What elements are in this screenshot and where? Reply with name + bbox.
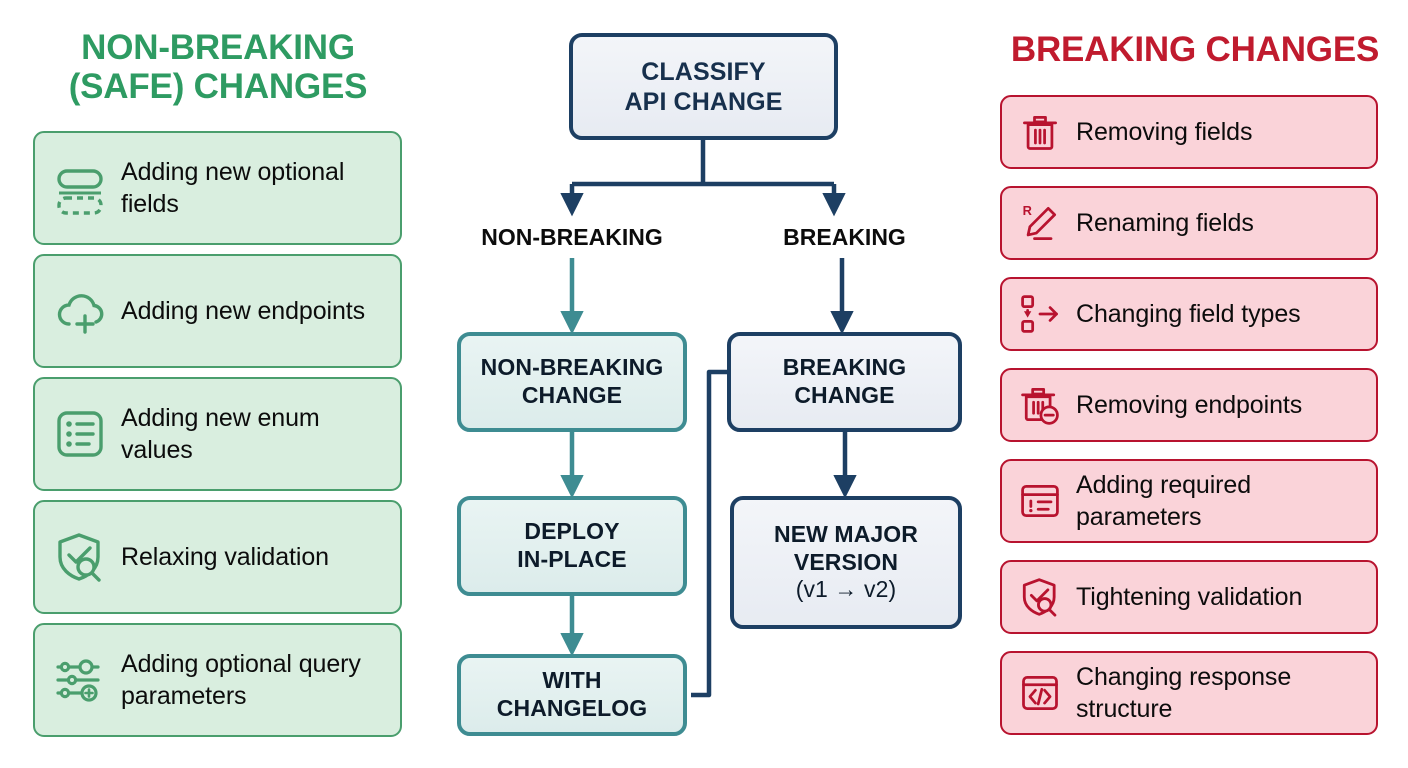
safe-item-label: Adding new endpoints	[121, 297, 366, 325]
flow-bc-line2: CHANGE	[794, 382, 895, 408]
safe-item-relaxing-validation[interactable]: Relaxing validation	[33, 500, 402, 614]
safe-item-adding-new-enum-values[interactable]: Adding new enum values	[33, 377, 402, 491]
type-transform-arrow-icon	[1016, 290, 1064, 338]
flow-changelog-line2: CHANGELOG	[496, 695, 648, 721]
flow-changelog-line1: WITH	[542, 667, 602, 694]
flow-deploy-line1: DEPLOY	[524, 518, 620, 545]
cloud-plus-icon	[49, 280, 111, 342]
code-window-icon	[1016, 669, 1064, 717]
breaking-item-label: Renaming fields	[1076, 209, 1254, 237]
form-required-icon	[1016, 477, 1064, 525]
shield-check-search-icon	[49, 526, 111, 588]
safe-item-label: Adding new enum values	[121, 404, 320, 464]
safe-item-label: Relaxing validation	[121, 543, 329, 571]
breaking-item-label: Removing fields	[1076, 118, 1253, 146]
breaking-item-label: Tightening validation	[1076, 583, 1303, 611]
flow-box-non-breaking-change[interactable]: NON-BREAKING CHANGE	[457, 332, 687, 432]
flow-nbc-line2: CHANGE	[521, 382, 623, 408]
safe-title-line2: (SAFE) CHANGES	[68, 67, 368, 107]
svg-text:R: R	[1023, 203, 1032, 218]
trash-minus-icon	[1016, 381, 1064, 429]
trash-icon	[1016, 108, 1064, 156]
breaking-item-label: Adding required parameters	[1076, 471, 1252, 531]
safe-title-line1: NON-BREAKING	[81, 28, 355, 67]
breaking-item-removing-fields[interactable]: Removing fields	[1000, 95, 1378, 169]
flow-bc-line1: BREAKING	[782, 354, 907, 381]
breaking-column-title: BREAKING CHANGES	[1010, 30, 1380, 69]
safe-item-label: Adding new optional fields	[121, 158, 345, 218]
breaking-item-label: Changing response structure	[1076, 663, 1292, 723]
optional-field-icon	[49, 157, 111, 219]
breaking-item-label: Removing endpoints	[1076, 391, 1303, 419]
flow-deploy-line2: IN-PLACE	[517, 546, 627, 572]
breaking-item-removing-endpoints[interactable]: Removing endpoints	[1000, 368, 1378, 442]
breaking-item-label: Changing field types	[1076, 300, 1301, 328]
sliders-plus-icon	[49, 649, 111, 711]
flow-box-classify-api-change[interactable]: CLASSIFY API CHANGE	[569, 33, 838, 140]
breaking-item-tightening-validation[interactable]: Tightening validation	[1000, 560, 1378, 634]
safe-item-adding-new-endpoints[interactable]: Adding new endpoints	[33, 254, 402, 368]
flow-nmv-line3: (v1 → v2)	[795, 576, 897, 603]
breaking-item-changing-response-structure[interactable]: Changing response structure	[1000, 651, 1378, 735]
safe-item-adding-new-optional-fields[interactable]: Adding new optional fields	[33, 131, 402, 245]
safe-item-label: Adding optional query parameters	[121, 650, 361, 710]
flow-root-line1: CLASSIFY	[641, 57, 766, 86]
flow-nmv-line1: NEW MAJOR	[773, 521, 918, 548]
breaking-item-adding-required-parameters[interactable]: Adding required parameters	[1000, 459, 1378, 543]
breaking-item-changing-field-types[interactable]: Changing field types	[1000, 277, 1378, 351]
branch-label-non-breaking: NON-BREAKING	[481, 224, 663, 250]
flow-root-line2: API CHANGE	[624, 87, 783, 116]
flow-box-with-changelog[interactable]: WITH CHANGELOG	[457, 654, 687, 736]
flow-box-new-major-version[interactable]: NEW MAJOR VERSION (v1 → v2)	[730, 496, 962, 629]
flow-nbc-line1: NON-BREAKING	[480, 354, 664, 381]
flow-box-breaking-change[interactable]: BREAKING CHANGE	[727, 332, 962, 432]
safe-column-title: NON-BREAKING (SAFE) CHANGES	[18, 28, 418, 106]
branch-label-breaking: BREAKING	[783, 224, 906, 250]
flow-nmv-line2: VERSION	[793, 548, 899, 575]
shield-check-search-icon	[1016, 573, 1064, 621]
safe-item-adding-optional-query-parameters[interactable]: Adding optional query parameters	[33, 623, 402, 737]
flow-box-deploy-in-place[interactable]: DEPLOY IN-PLACE	[457, 496, 687, 596]
list-icon	[49, 403, 111, 465]
breaking-item-renaming-fields[interactable]: R Renaming fields	[1000, 186, 1378, 260]
rename-pencil-icon: R	[1016, 199, 1064, 247]
